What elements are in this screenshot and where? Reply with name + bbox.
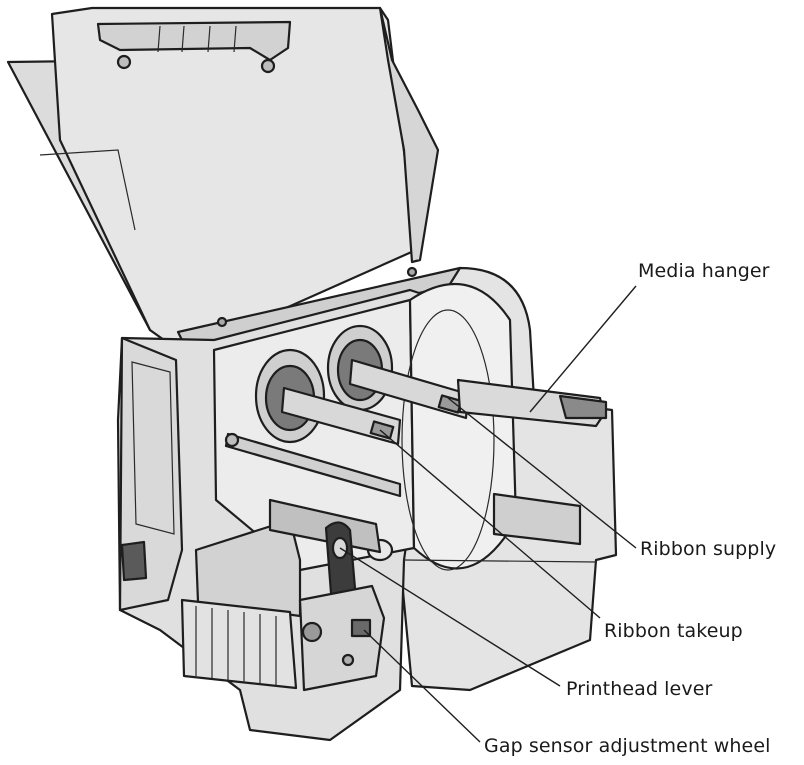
callout-leaders [339, 285, 637, 743]
printer-lid [6, 6, 472, 354]
label-ribbon-supply: Ribbon supply [640, 538, 777, 560]
label-media-hanger: Media hanger [638, 260, 770, 282]
leader-gap-sensor-wheel [363, 629, 481, 743]
label-printhead-lever: Printhead lever [566, 678, 713, 700]
leader-ribbon-supply [447, 397, 637, 549]
print-mechanism [180, 498, 386, 692]
leader-printhead-lever [339, 547, 561, 687]
leader-ribbon-takeup [379, 429, 601, 619]
leader-media-hanger [529, 285, 637, 413]
label-ribbon-takeup: Ribbon takeup [604, 620, 743, 642]
label-gap-sensor-wheel: Gap sensor adjustment wheel [484, 735, 771, 757]
